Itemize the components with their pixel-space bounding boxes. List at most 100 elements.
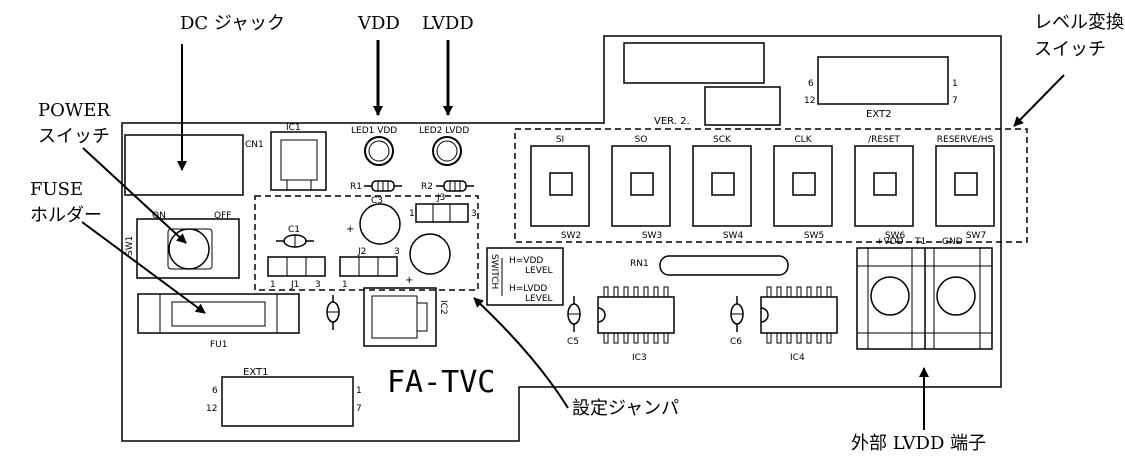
sw1-off-label: OFF — [214, 211, 231, 221]
ic-pin — [643, 286, 649, 298]
level-switch-1[interactable]: SI SW2 — [530, 135, 590, 241]
jumper-annotation: 設定ジャンパ — [572, 398, 679, 419]
h-lvdd-label: H=LVDD — [509, 284, 547, 294]
svg-text:LEVEL: LEVEL — [525, 294, 553, 304]
switch-id-label: SW5 — [804, 231, 824, 241]
c3-label: C3 — [371, 196, 383, 206]
level-switch-5[interactable]: /RESET SW6 — [854, 135, 914, 241]
terminal-t1-label: T1 — [914, 237, 926, 247]
svg-text:3: 3 — [315, 280, 321, 290]
ext2-pin6: 6 — [808, 79, 814, 89]
svg-text:1: 1 — [270, 280, 276, 290]
ic-pin — [603, 286, 609, 298]
switch-id-label: SW6 — [885, 231, 906, 241]
r2-label: R2 — [421, 182, 433, 192]
ic-pin — [826, 332, 832, 344]
sw1-on-label: ON — [152, 211, 166, 221]
switch-id-label: SW2 — [561, 231, 581, 241]
j3-label: J3 — [436, 193, 445, 203]
ic-pin — [623, 332, 629, 344]
ic-pin — [633, 332, 639, 344]
power-switch-annotation-1: POWER — [38, 100, 111, 121]
ic1 — [270, 131, 327, 191]
ext2-pin12: 12 — [804, 96, 815, 106]
ic-pin — [603, 332, 609, 344]
ic2-label: IC2 — [438, 300, 448, 315]
svg-text:3: 3 — [394, 247, 400, 257]
power-switch — [136, 218, 240, 279]
ext1-connector — [221, 376, 354, 427]
switch-signal-label: SCK — [713, 135, 732, 145]
switch-signal-label: RESERVE/HS — [937, 135, 994, 145]
rn1-label: RN1 — [630, 259, 649, 269]
ic-pin — [653, 332, 659, 344]
ic3-label: IC3 — [632, 353, 647, 363]
electrolytic-capacitor — [409, 233, 451, 275]
level-switch-6[interactable]: RESERVE/HS SW7 — [935, 135, 995, 241]
level-switch-4[interactable]: CLK SW5 — [773, 135, 833, 241]
ic-pin — [826, 286, 832, 298]
j2-label: J2 — [357, 247, 366, 257]
ic-pin — [786, 332, 792, 344]
level-switch-annotation-1: レベル変換 — [1034, 12, 1124, 33]
switch-id-label: SW7 — [966, 231, 986, 241]
switch-setting-box — [486, 247, 564, 306]
c3 — [359, 203, 401, 245]
switch-id-label: SW4 — [723, 231, 744, 241]
fuse-holder-annotation-1: FUSE — [30, 179, 83, 200]
led1 — [364, 136, 394, 166]
ext2-pin7: 7 — [952, 96, 958, 106]
fuse-holder — [137, 293, 300, 334]
led1-label: LED1 VDD — [351, 126, 397, 136]
vdd-annotation: VDD — [357, 13, 400, 34]
c6-label: C6 — [730, 337, 742, 347]
ic-pin — [796, 332, 802, 344]
level-switch-3[interactable]: SCK SW4 — [692, 135, 752, 241]
terminal-annotation: 外部 LVDD 端子 — [851, 433, 986, 454]
svg-text:1: 1 — [409, 209, 415, 219]
ic-pin — [766, 286, 772, 298]
switch-signal-label: CLK — [794, 135, 812, 145]
ic-pin — [613, 332, 619, 344]
cn1-label: CN1 — [245, 140, 264, 150]
switch-signal-label: SI — [556, 135, 564, 145]
sw1-label: SW1 — [125, 236, 135, 256]
ic-pin — [786, 286, 792, 298]
svg-text:+: + — [405, 275, 413, 286]
svg-text:1: 1 — [356, 386, 362, 396]
svg-text:1: 1 — [342, 280, 348, 290]
power-switch-annotation-2: スイッチ — [38, 126, 110, 147]
ic1-label: IC1 — [286, 123, 301, 133]
ic-pin — [796, 286, 802, 298]
svg-text:LEVEL: LEVEL — [525, 266, 553, 276]
switch-signal-label: /RESET — [868, 135, 900, 145]
ext2-connector — [817, 56, 949, 105]
board-outline — [121, 35, 1002, 442]
j1 — [267, 256, 326, 277]
ic-pin — [806, 286, 812, 298]
j3 — [415, 203, 469, 223]
top-box — [623, 42, 765, 84]
j1-label: J1 — [290, 280, 299, 290]
ic4-label: IC4 — [790, 353, 805, 363]
terminal-vdd-label: +VDD — [876, 237, 904, 247]
fuse-holder-annotation-2: ホルダー — [30, 205, 102, 226]
ic-pin — [766, 332, 772, 344]
switch-signal-label: SO — [635, 135, 648, 145]
ic-pin — [816, 332, 822, 344]
c5-label: C5 — [567, 337, 579, 347]
ic-pin — [643, 332, 649, 344]
ic-pin — [816, 286, 822, 298]
switch-label: SWITCH — [489, 254, 499, 289]
dc-jack — [124, 134, 244, 196]
switch-id-label: SW3 — [642, 231, 662, 241]
ic-pin — [776, 332, 782, 344]
ext2-side-box — [704, 86, 781, 126]
ic2 — [363, 287, 437, 347]
level-switches: SI SW2 SO SW3 SCK SW4 CLK SW5/RESET SW6 RESERVE/H… — [530, 135, 995, 241]
ic4 — [760, 296, 838, 334]
level-switch-2[interactable]: SO SW3 — [611, 135, 671, 241]
version-label: VER. 2. — [654, 116, 690, 127]
ic-pin — [776, 286, 782, 298]
